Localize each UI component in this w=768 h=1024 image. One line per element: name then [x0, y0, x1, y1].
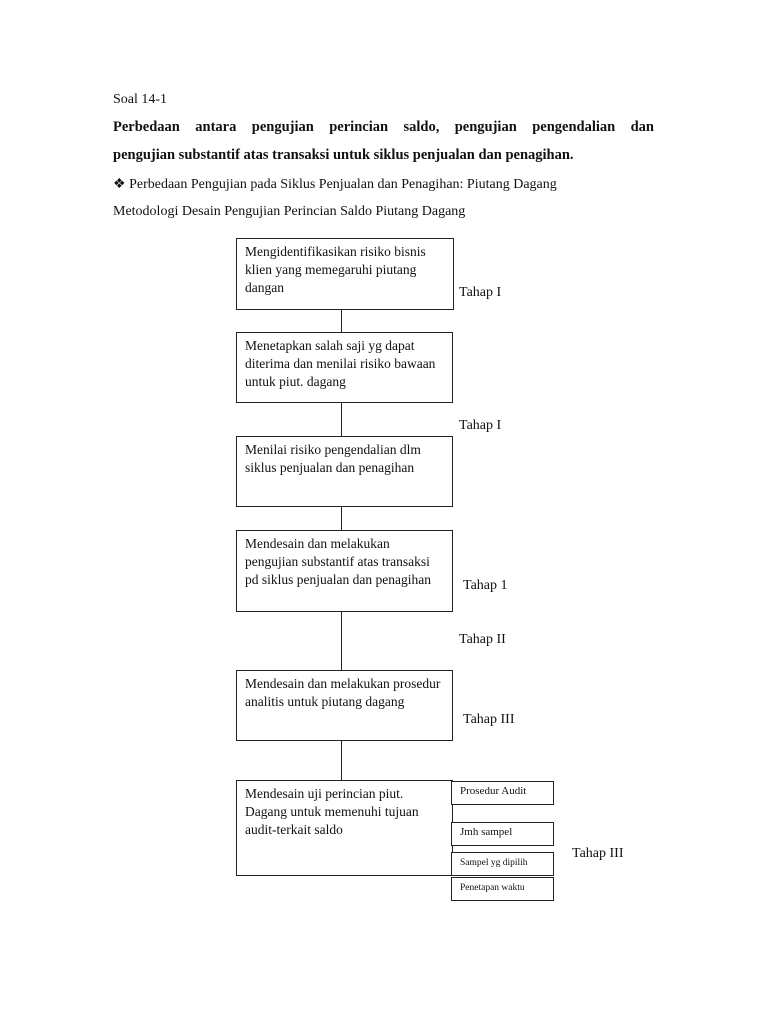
stage-label: Tahap III: [463, 712, 515, 727]
flow-box-4: Mendesain dan melakukan pengujian substa…: [236, 530, 453, 612]
flow-box-5: Mendesain dan melakukan prosedur analiti…: [236, 670, 453, 741]
flow-box-1: Mengidentifikasikan risiko bisnis klien …: [236, 238, 454, 310]
side-box-timing: Penetapan waktu: [451, 877, 554, 901]
stage-label: Tahap I: [459, 285, 502, 300]
stage-label: Tahap 1: [463, 578, 508, 593]
side-box-sample-size: Jmh sampel: [451, 822, 554, 846]
bullet-text: Perbedaan Pengujian pada Siklus Penjuala…: [129, 177, 557, 192]
title-line-2: pengujian substantif atas transaksi untu…: [113, 147, 574, 163]
connector-line: [341, 310, 342, 332]
flow-box-3: Menilai risiko pengendalian dlm siklus p…: [236, 436, 453, 507]
connector-line: [341, 403, 342, 436]
stage-label: Tahap II: [459, 632, 506, 647]
question-number: Soal 14-1: [113, 92, 168, 107]
bullet-line: ❖ Perbedaan Pengujian pada Siklus Penjua…: [113, 176, 557, 193]
flow-box-6: Mendesain uji perincian piut. Dagang unt…: [236, 780, 453, 876]
connector-line: [341, 741, 342, 780]
side-box-selected-sample: Sampel yg dipilih: [451, 852, 554, 876]
diamond-bullet-icon: ❖: [113, 177, 126, 192]
connector-line: [341, 612, 342, 670]
side-box-audit-procedure: Prosedur Audit: [451, 781, 554, 805]
methodology-heading: Metodologi Desain Pengujian Perincian Sa…: [113, 204, 466, 219]
stage-label: Tahap III: [572, 846, 624, 861]
connector-line: [341, 507, 342, 530]
stage-label: Tahap I: [459, 418, 502, 433]
title-line-1: Perbedaan antara pengujian perincian sal…: [113, 119, 654, 135]
flow-box-2: Menetapkan salah saji yg dapat diterima …: [236, 332, 453, 403]
